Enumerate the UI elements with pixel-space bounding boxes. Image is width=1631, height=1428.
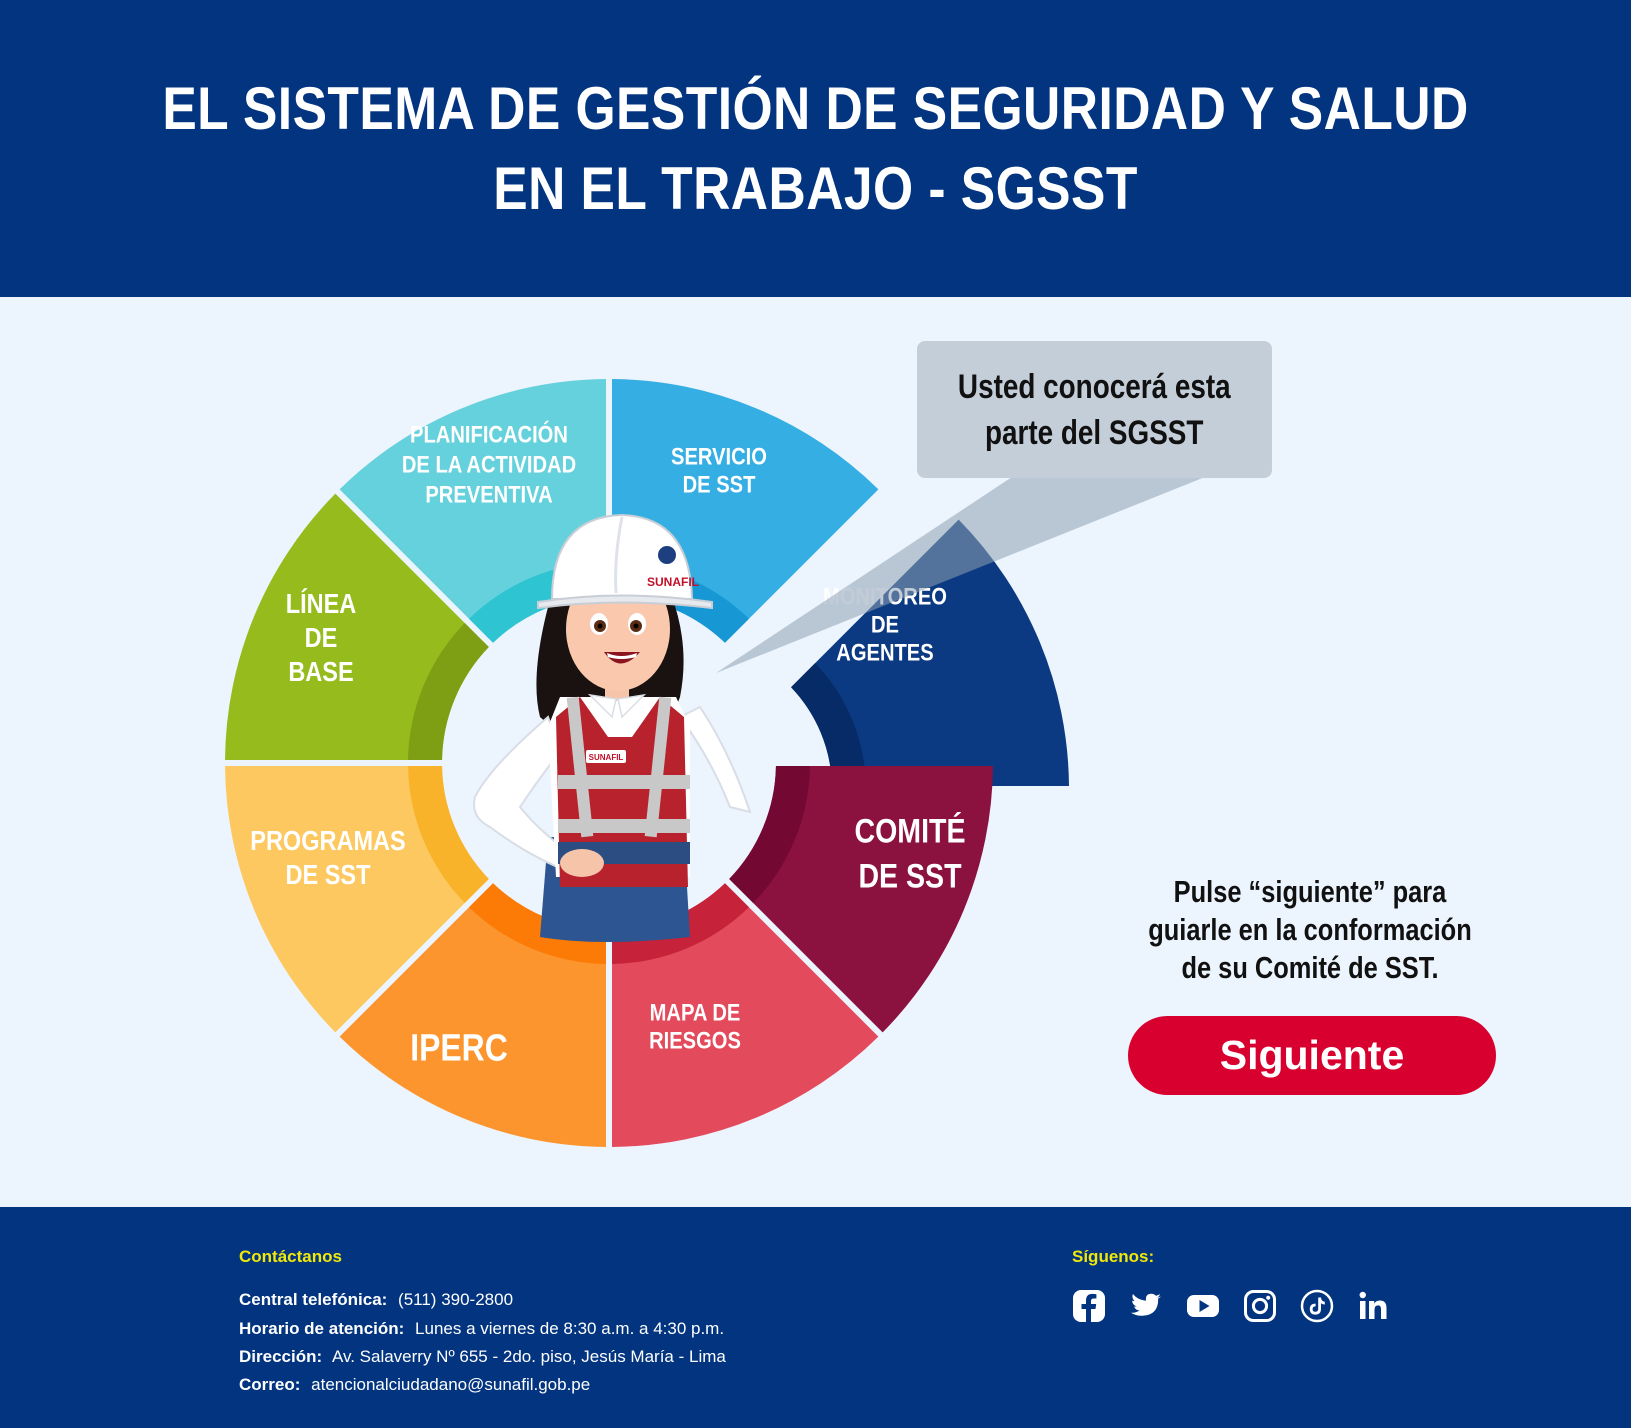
phone-line: Central telefónica: (511) 390-2800 bbox=[239, 1290, 513, 1310]
page-title: EL SISTEMA DE GESTIÓN DE SEGURIDAD Y SAL… bbox=[162, 69, 1468, 229]
wheel-label-line: SERVICIO bbox=[671, 443, 767, 470]
email-label: Correo: bbox=[239, 1375, 301, 1394]
phone-value[interactable]: (511) 390-2800 bbox=[398, 1290, 514, 1309]
bubble-pointer bbox=[716, 473, 1215, 673]
footer: Contáctanos Central telefónica: (511) 39… bbox=[0, 1207, 1631, 1428]
instagram-icon[interactable] bbox=[1243, 1289, 1277, 1323]
character-teeth bbox=[607, 653, 637, 659]
helmet-logo-text: SUNAFIL bbox=[647, 575, 699, 589]
wheel-label-line: DE SST bbox=[286, 860, 371, 890]
vest-badge bbox=[586, 750, 626, 763]
wheel-label-line: DE SST bbox=[683, 471, 756, 498]
address-value: Av. Salaverry Nº 655 - 2do. piso, Jesús … bbox=[331, 1347, 726, 1366]
email-line: Correo: atencionalciudadano@sunafil.gob.… bbox=[239, 1375, 590, 1395]
wheel-label-line: PROGRAMAS bbox=[250, 826, 405, 856]
title-line-2: EN EL TRABAJO - SGSST bbox=[493, 154, 1138, 222]
wheel-segment-comite[interactable] bbox=[791, 519, 1069, 787]
vest-reflective-strap-left bbox=[566, 696, 594, 838]
tiktok-icon[interactable] bbox=[1300, 1289, 1334, 1323]
wheel-label-line: BASE bbox=[288, 657, 353, 687]
header-banner: EL SISTEMA DE GESTIÓN DE SEGURIDAD Y SAL… bbox=[0, 0, 1631, 297]
instruction-text: Pulse “siguiente” para guiarle en la con… bbox=[1100, 873, 1520, 987]
wheel-label-line: IPERC bbox=[410, 1027, 508, 1069]
email-value[interactable]: atencionalciudadano@sunafil.gob.pe bbox=[311, 1375, 591, 1394]
character-arm-right bbox=[678, 705, 752, 814]
title-line-1: EL SISTEMA DE GESTIÓN DE SEGURIDAD Y SAL… bbox=[162, 74, 1469, 142]
wheel-segment-inner-programas bbox=[469, 883, 607, 964]
wheel-label-iperc: IPERC bbox=[410, 1027, 508, 1069]
social-links bbox=[1072, 1289, 1391, 1323]
wheel-label-line: AGENTES bbox=[836, 639, 933, 666]
siguiente-button[interactable]: Siguiente bbox=[1128, 1016, 1496, 1095]
wheel-segment-inner-comite bbox=[791, 663, 866, 787]
character-collar bbox=[587, 693, 647, 719]
bubble-line-2: parte del SGSST bbox=[985, 413, 1204, 452]
wheel-label-line: MAPA DE bbox=[650, 999, 741, 1026]
hard-hat-ridge bbox=[614, 516, 624, 594]
wheel-label-line: DE bbox=[305, 623, 338, 653]
helmet-logo-mark bbox=[658, 546, 676, 564]
character-iris-right bbox=[633, 623, 639, 629]
wheel-label-line: DE LA ACTIVIDAD bbox=[402, 451, 576, 478]
youtube-icon[interactable] bbox=[1186, 1289, 1220, 1323]
facebook-icon[interactable] bbox=[1072, 1289, 1106, 1323]
instruction-line-1: Pulse “siguiente” para bbox=[1173, 874, 1447, 909]
sgsst-wheel-diagram: PLANIFICACIÓN DE LA ACTIVIDAD PREVENTIVA SE… bbox=[225, 379, 1215, 1147]
wheel-label-line: RIESGOS bbox=[649, 1027, 741, 1054]
linkedin-icon[interactable] bbox=[1357, 1289, 1391, 1323]
speech-bubble: Usted conocerá esta parte del SGSST bbox=[917, 341, 1272, 478]
hours-value: Lunes a viernes de 8:30 a.m. a 4:30 p.m. bbox=[415, 1319, 725, 1338]
main-content: PLANIFICACIÓN DE LA ACTIVIDAD PREVENTIVA SE… bbox=[0, 297, 1631, 1207]
hard-hat bbox=[550, 513, 694, 600]
character-hand bbox=[560, 849, 604, 877]
wheel-label-linea: LÍNEA DE BASE bbox=[286, 588, 357, 687]
wheel-label-line: LÍNEA bbox=[286, 588, 357, 619]
hours-line: Horario de atención: Lunes a viernes de … bbox=[239, 1319, 724, 1339]
wheel-label-planificacion: PLANIFICACIÓN DE LA ACTIVIDAD PREVENTIVA bbox=[402, 421, 576, 508]
instruction-line-3: de su Comité de SST. bbox=[1181, 950, 1439, 985]
wheel-label-line: COMITÉ bbox=[855, 812, 966, 850]
bubble-line-1: Usted conocerá esta bbox=[958, 367, 1231, 406]
wheel-label-line: PLANIFICACIÓN bbox=[410, 421, 568, 448]
wheel-label-comite: COMITÉ DE SST bbox=[855, 812, 966, 895]
wheel-label-line: DE SST bbox=[858, 857, 961, 895]
follow-title: Síguenos: bbox=[1072, 1247, 1155, 1266]
wheel-label-programas: PROGRAMAS DE SST bbox=[250, 826, 405, 890]
hours-label: Horario de atención: bbox=[239, 1319, 405, 1338]
wheel-segments bbox=[225, 379, 1069, 1147]
wheel-label-line: DE bbox=[871, 611, 899, 638]
vest-reflective-band-2 bbox=[558, 819, 690, 833]
inspector-character-illustration: SUNAFIL SUNAFIL bbox=[473, 513, 752, 942]
hard-hat-brim bbox=[537, 594, 713, 610]
wheel-labels: PLANIFICACIÓN DE LA ACTIVIDAD PREVENTIVA SE… bbox=[250, 421, 965, 1069]
vest-reflective-strap-right bbox=[644, 696, 672, 838]
instruction-line-2: guiarle en la conformación bbox=[1148, 912, 1472, 947]
address-label: Dirección: bbox=[239, 1347, 323, 1366]
wheel-label-line: PREVENTIVA bbox=[425, 481, 552, 508]
phone-label: Central telefónica: bbox=[239, 1290, 388, 1309]
wheel-segment-inner-mapa bbox=[729, 765, 810, 903]
wheel-segment-inner-planificacion bbox=[408, 623, 489, 761]
contact-title: Contáctanos bbox=[239, 1247, 342, 1266]
character-iris-left bbox=[597, 623, 603, 629]
address-line: Dirección: Av. Salaverry Nº 655 - 2do. p… bbox=[239, 1347, 726, 1367]
twitter-icon[interactable] bbox=[1129, 1289, 1163, 1323]
wheel-segment-inner-linea bbox=[408, 765, 489, 903]
vest-badge-text: SUNAFIL bbox=[589, 753, 624, 762]
